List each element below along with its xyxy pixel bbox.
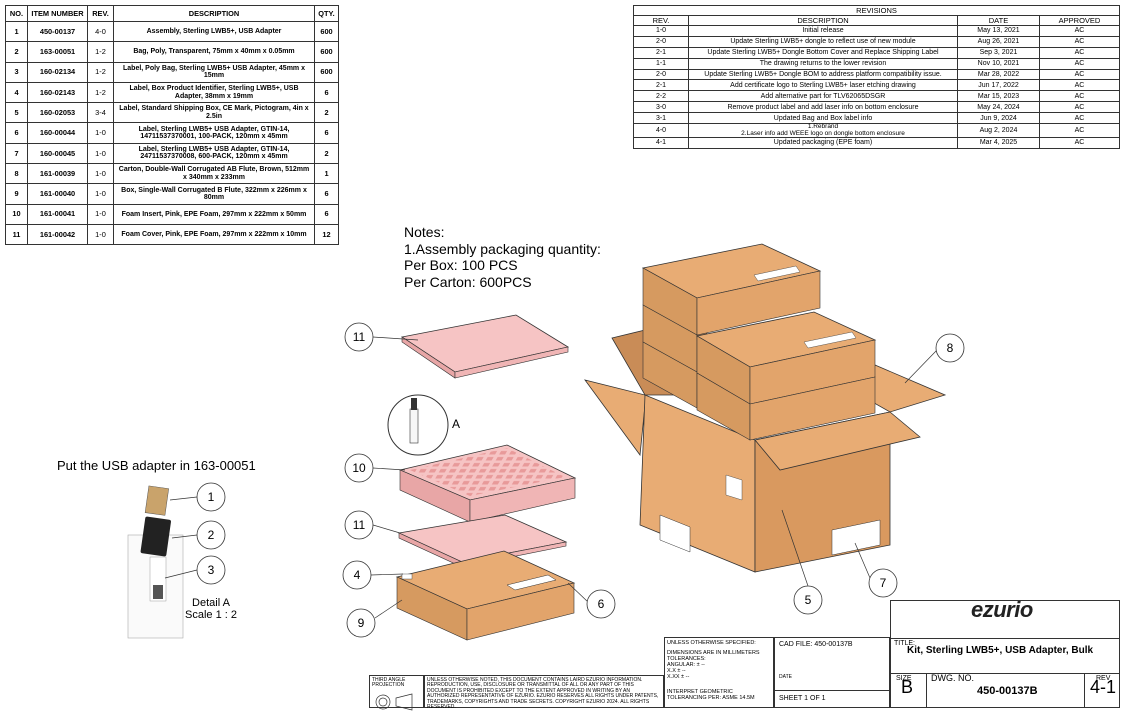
size-label: SIZE (896, 675, 912, 682)
inner-box (395, 550, 576, 641)
dwg-no-label: DWG. NO. (931, 673, 974, 683)
proprietary-notice: UNLESS OTHERWISE NOTED, THIS DOCUMENT CO… (427, 677, 659, 711)
detail-title: Detail A (192, 597, 230, 609)
title-label: TITLE: (894, 640, 916, 647)
balloon-group (196, 322, 965, 638)
bom-col-qty: QTY. (314, 5, 339, 22)
bom-cell-qty: 12 (314, 223, 339, 246)
notes-block: Notes: 1.Assembly packaging quantity: Pe… (404, 224, 601, 290)
bom-cell-desc: Label, Sterling LWB5+ USB Adapter, GTIN-… (113, 142, 315, 165)
drawing-title: Kit, Sterling LWB5+, USB Adapter, Bulk (907, 645, 1094, 656)
tolerance-xxx: X.XX ± -- (667, 674, 690, 680)
balloon-7: 7 (880, 576, 887, 590)
balloon-3: 3 (208, 563, 215, 577)
bom-cell-desc: Box, Single-Wall Corrugated B Flute, 322… (113, 183, 315, 205)
tolerance-angular: ANGULAR: ± -- (667, 662, 705, 668)
detail-ref-label: A (452, 417, 460, 431)
dwg-no-value: 450-00137B (977, 685, 1038, 697)
detail-scale: Scale 1 : 2 (185, 609, 237, 621)
balloon-6: 6 (598, 597, 605, 611)
usb-adapter-detail (127, 485, 184, 639)
notes-line-2: Per Box: 100 PCS (404, 257, 518, 273)
proprietary-box: UNLESS OTHERWISE NOTED, THIS DOCUMENT CO… (424, 675, 664, 711)
bom-header-row: NO. ITEM NUMBER REV. DESCRIPTION QTY. (5, 5, 339, 22)
cad-date-box: CAD FILE: 450-00137B DATE SHEET 1 OF 1 (774, 637, 890, 708)
dims-note: DIMENSIONS ARE IN MILLIMETERS (667, 650, 760, 656)
cad-file-label: CAD FILE: 450-00137B (779, 641, 853, 648)
bom-cell-rev: 1-0 (87, 223, 114, 246)
bom-cell-qty: 600 (314, 61, 339, 83)
ezurio-logo: ezurio (971, 597, 1033, 622)
leader-lines (164, 336, 938, 619)
rev-value: 4-1 (1090, 677, 1117, 697)
detail-label: Detail A Scale 1 : 2 (185, 597, 237, 621)
size-value: B (901, 677, 914, 697)
tolerance-xx: X.X ± -- (667, 668, 686, 674)
interpret-label: INTERPRET GEOMETRIC (667, 689, 733, 695)
rev-label: REV (1096, 675, 1111, 682)
revision-cell-desc: 1.Rebrand 2.Laser info add WEEE logo on … (688, 123, 958, 139)
revisions-header-row: REV. DESCRIPTION DATE APPROVED (633, 15, 1120, 26)
unless-specified: UNLESS OTHERWISE SPECIFIED: (667, 640, 756, 646)
tolerance-box: UNLESS OTHERWISE SPECIFIED: DIMENSIONS A… (664, 637, 774, 708)
bom-cell-item: 161-00042 (27, 223, 88, 246)
title-box: ezurio TITLE: Kit, Sterling LWB5+, USB A… (890, 597, 1120, 708)
balloon-8: 8 (947, 341, 954, 355)
third-angle-label: THIRD ANGLE PROJECTION (372, 677, 406, 689)
revision-cell-approved: AC (1039, 137, 1120, 149)
notes-line-1: 1.Assembly packaging quantity: (404, 240, 601, 257)
balloon-9: 9 (358, 616, 365, 630)
bom-cell-qty: 6 (314, 122, 339, 144)
foam-cover-top (400, 314, 570, 379)
notes-line-3: Per Carton: 600PCS (404, 273, 532, 290)
balloon-11-mid: 11 (353, 518, 366, 532)
projection-symbol-icon (375, 693, 413, 711)
balloon-5: 5 (805, 593, 812, 607)
detail-a-view (387, 394, 449, 456)
revision-cell-approved: AC (1039, 123, 1120, 139)
balloon-11-top: 11 (353, 330, 366, 344)
balloon-4: 4 (354, 568, 361, 582)
revisions-table: REVISIONS REV. DESCRIPTION DATE APPROVED… (633, 5, 1120, 149)
balloon-labels: 1 2 3 11 10 11 4 9 6 5 7 8 A (208, 330, 954, 630)
bom-cell-desc: Foam Cover, Pink, EPE Foam, 297mm x 222m… (113, 223, 315, 246)
stacked-boxes (641, 243, 877, 441)
notes-title: Notes: (404, 224, 445, 240)
sheet-label: SHEET 1 OF 1 (779, 695, 826, 702)
detail-caption: Put the USB adapter in 163-00051 (57, 458, 256, 473)
foam-insert (398, 444, 577, 523)
balloon-1: 1 (208, 490, 215, 504)
balloon-10: 10 (352, 461, 366, 475)
date-label: DATE (779, 674, 792, 680)
tolerances-label: TOLERANCES: (667, 656, 706, 662)
tolerancing-label: TOLERANCING PER: ASME 14.5M (667, 695, 755, 701)
rev-col-approved: APPROVED (1039, 15, 1120, 26)
balloon-2: 2 (208, 528, 215, 542)
bom-cell-qty: 6 (314, 81, 339, 104)
projection-box: THIRD ANGLE PROJECTION (369, 675, 424, 711)
